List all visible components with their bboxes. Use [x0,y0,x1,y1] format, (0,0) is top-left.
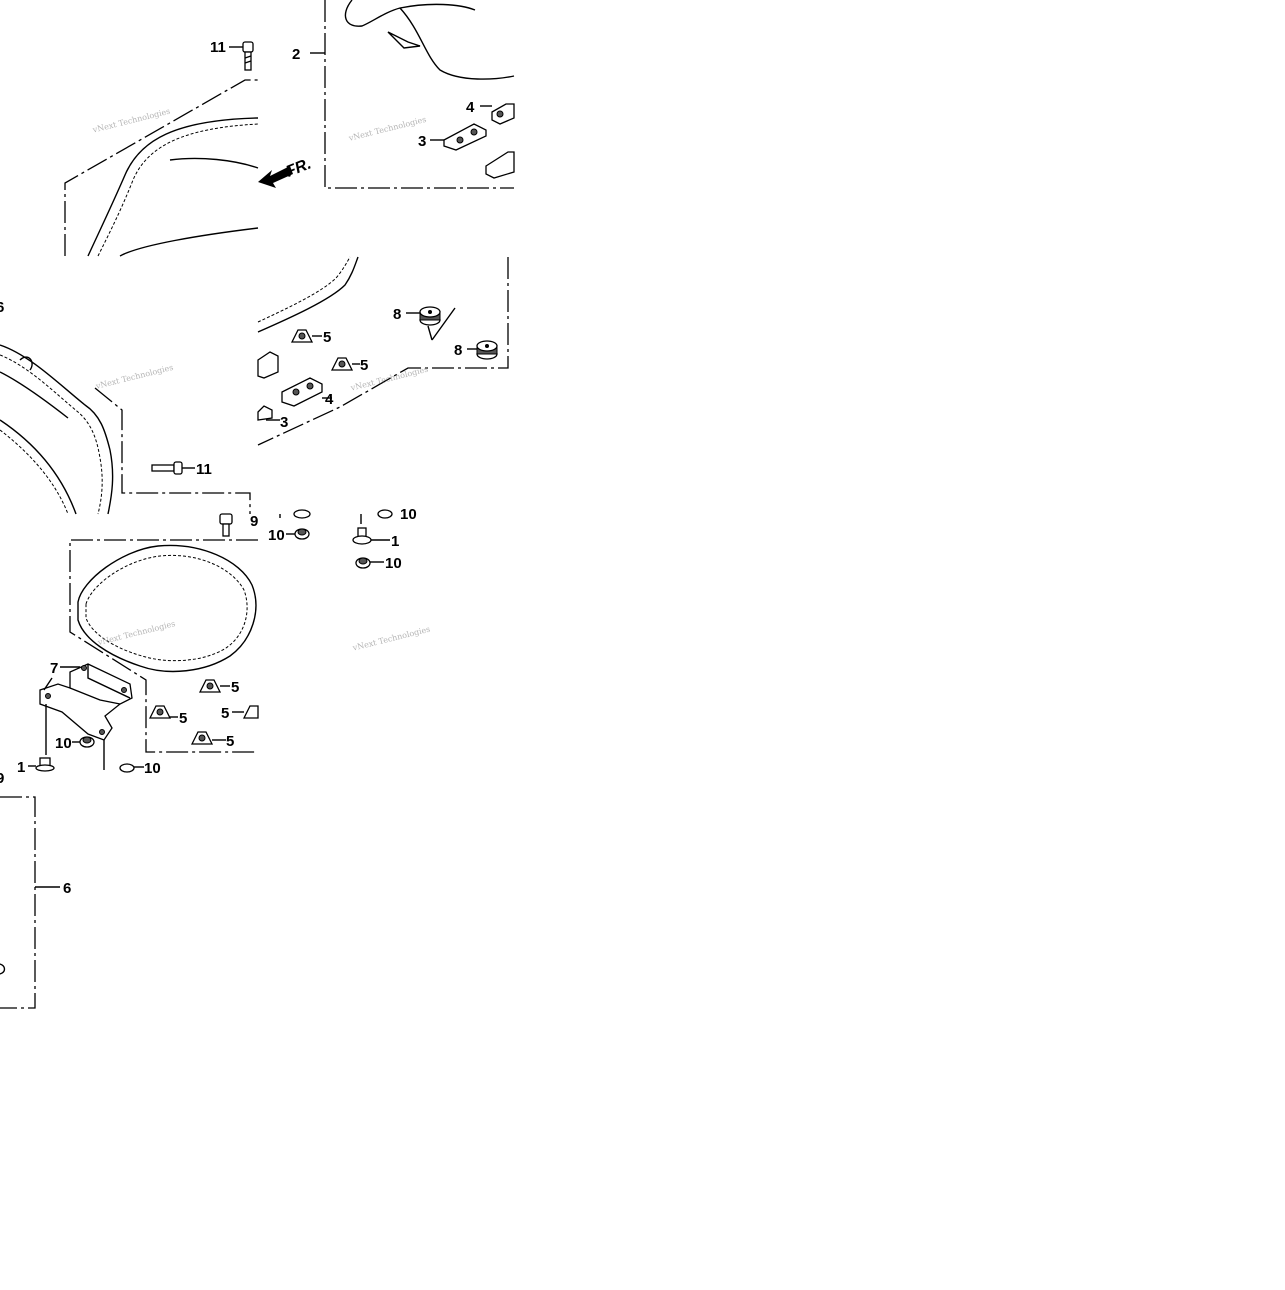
callout-9-partial: 9 [250,513,258,530]
collar-5-icon [190,731,214,745]
callout-6-partial: 6 [0,299,4,316]
callout-5: 5 [360,357,368,374]
watermark-text: vNext Technologies [94,363,174,391]
callout-7: 7 [50,660,58,677]
callout-4: 4 [466,99,475,116]
front-direction-arrow-icon [258,166,293,188]
collar-bolt-1-icon [35,757,55,772]
nut-10-icon [293,509,311,519]
tile-backrest-assembly: 6 9 [0,770,71,1009]
nut-10-icon [377,509,393,519]
tile-main-seat-rear: FR. 2 4 3 vNext Technologies [283,0,515,189]
bolt-11-icon [151,461,183,475]
rubber-block-icon [485,151,515,179]
bolt-9-icon [219,513,233,537]
callout-3: 3 [418,133,426,150]
callout-10: 10 [55,735,72,752]
callout-8: 8 [393,306,401,323]
callout-1: 1 [391,533,399,550]
collar-5-icon [290,329,314,343]
nut-10-icon [294,528,310,540]
bracket-7-icon [39,663,133,741]
watermark-text: vNext Technologies [347,115,427,143]
callout-10: 10 [385,555,402,572]
grommet-8-icon [419,306,441,326]
callout-5: 5 [323,329,331,346]
callout-10: 10 [144,760,161,777]
grommet-8-icon [476,340,498,360]
tile-passenger-seat-strap: 6 11 vNext Technologies [0,299,251,515]
rubber-block-3-icon [443,123,487,151]
rubber-block-4-icon [281,377,323,407]
rubber-block-3-icon [257,405,273,421]
callout-10: 10 [268,527,285,544]
callout-8: 8 [454,342,462,359]
callout-6: 6 [63,880,71,897]
bolt-11-icon [242,41,254,71]
callout-4: 4 [325,391,334,408]
tile-main-seat-mounts: 5 5 8 8 4 [257,256,509,446]
callout-3: 3 [280,414,288,431]
watermark-text: vNext Technologies [96,619,176,647]
callout-5: 5 [226,733,234,750]
collar-5-icon [198,679,222,693]
tile-collars-nuts: 10 10 1 10 vNext Technologies [268,506,431,653]
callout-5: 5 [221,705,229,722]
front-marker-label: FR. [283,155,313,180]
rubber-block-icon [257,351,279,379]
rubber-block-4-icon [491,103,515,125]
watermark-text: vNext Technologies [351,625,431,653]
callout-5: 5 [179,710,187,727]
collar-5-icon [148,705,172,719]
watermark-text: vNext Technologies [91,107,171,135]
callout-11: 11 [196,461,212,478]
nut-10-icon [119,763,135,773]
callout-1: 1 [17,759,25,776]
collar-5-icon [330,357,354,371]
collar-5-icon [242,705,259,719]
nut-10-icon [355,557,371,569]
tile-main-seat-front: 11 vNext Technologies [64,39,293,257]
collar-bolt-1-icon [352,527,372,545]
nut-10-icon [79,736,95,748]
callout-2: 2 [292,46,300,63]
callout-11: 11 [210,39,226,56]
tile-pillion-pad: 9 7 5 5 5 [17,513,259,777]
callout-9-partial: 9 [0,770,4,787]
callout-5: 5 [231,679,239,696]
callout-10-partial: 10 [400,506,417,523]
